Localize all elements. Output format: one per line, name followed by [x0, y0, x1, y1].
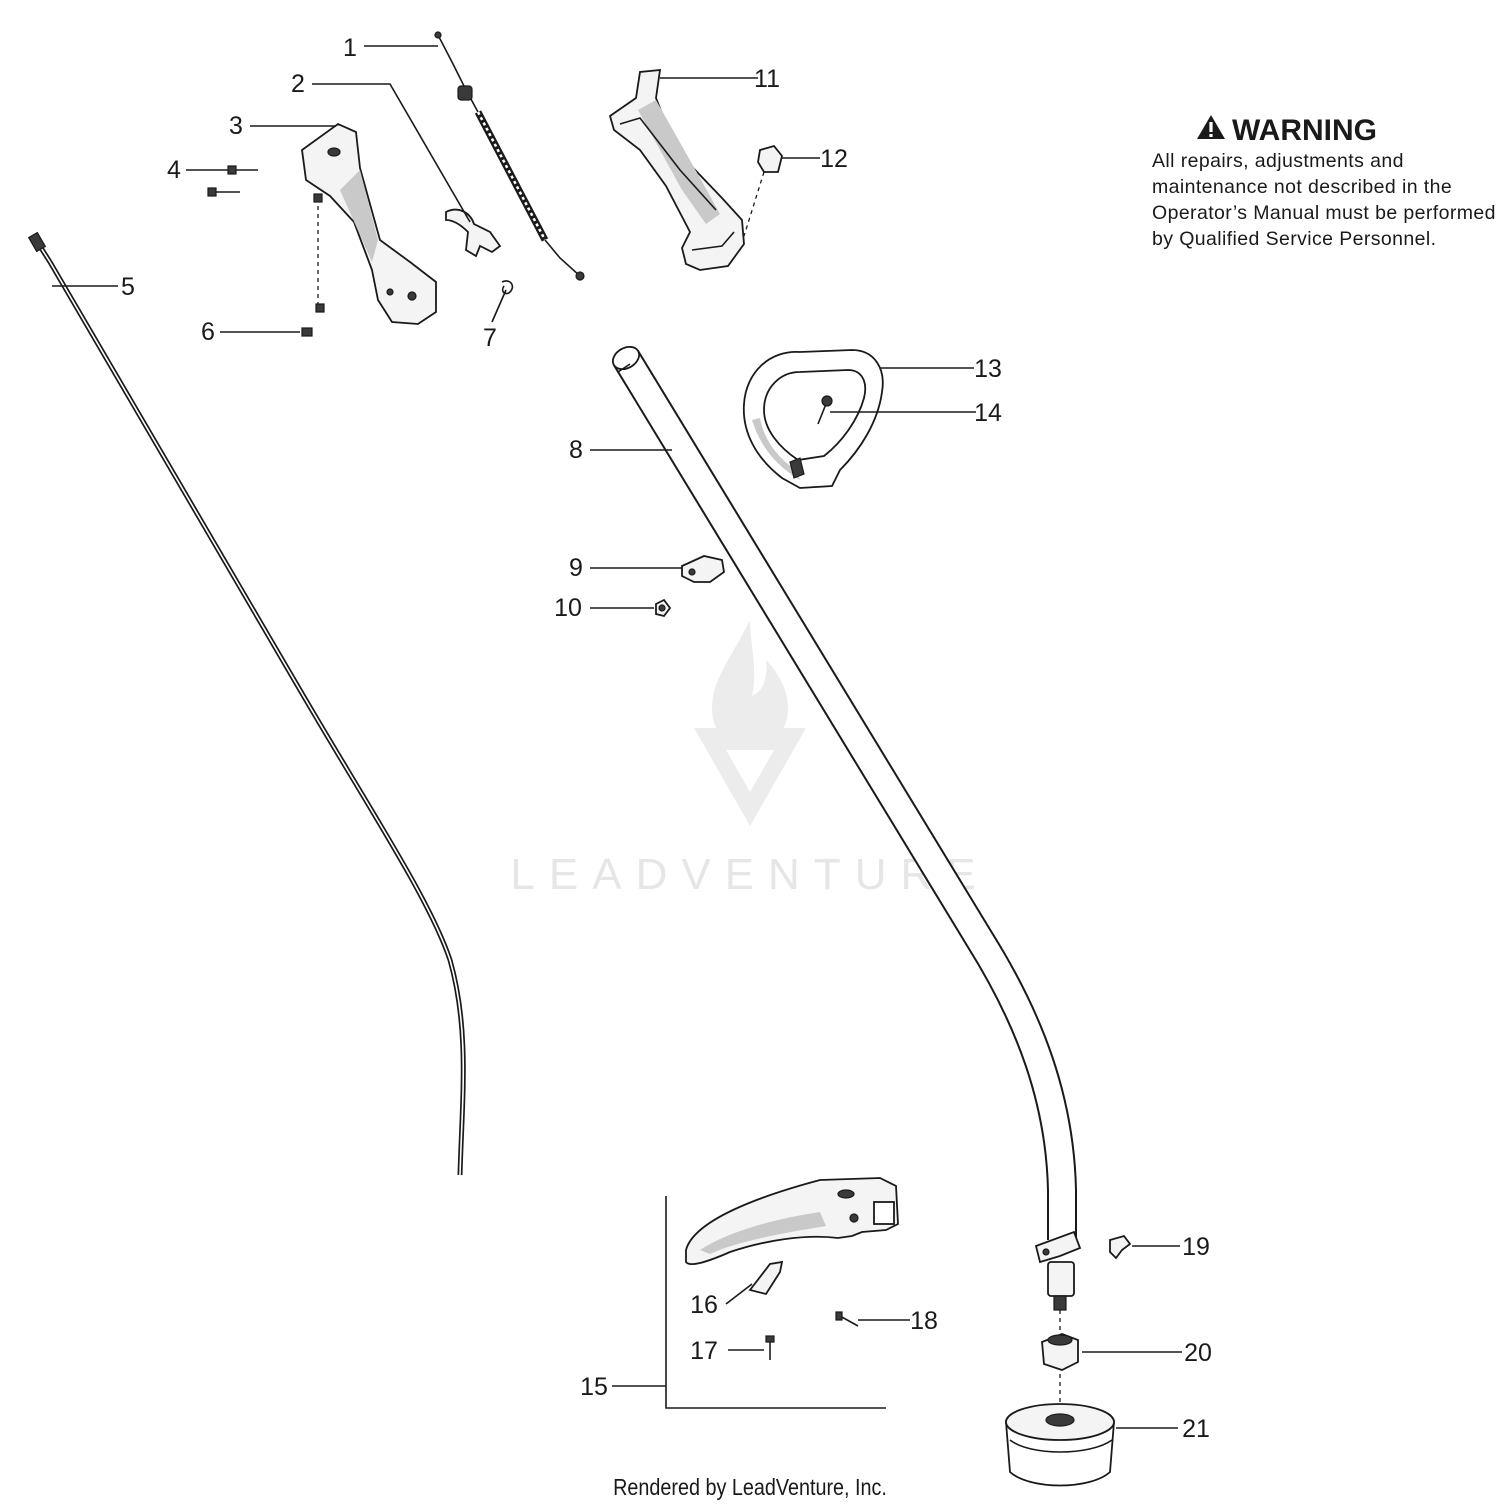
callout-13: 13 — [974, 355, 1002, 383]
callout-7: 7 — [483, 324, 497, 352]
callout-12: 12 — [820, 145, 848, 173]
drive-shaft[interactable] — [27, 231, 466, 1176]
callout-10: 10 — [554, 594, 582, 622]
trimmer-head-21[interactable] — [1005, 1403, 1115, 1487]
shaft-tube[interactable] — [609, 342, 1077, 1240]
upper-housing[interactable] — [608, 68, 745, 271]
handle-housing[interactable] — [301, 122, 437, 325]
wing-nut-19[interactable] — [1109, 1234, 1132, 1260]
callout-18: 18 — [910, 1307, 938, 1335]
screw-6[interactable] — [301, 193, 325, 337]
callout-9: 9 — [569, 554, 583, 582]
screw-4[interactable] — [207, 165, 258, 197]
screw-17[interactable] — [765, 1335, 775, 1360]
callout-15: 15 — [580, 1373, 608, 1401]
shaft-clamp[interactable] — [1034, 1230, 1082, 1424]
callout-14: 14 — [974, 399, 1002, 427]
line-cutter-16[interactable] — [748, 1260, 784, 1296]
callout-20: 20 — [1184, 1339, 1212, 1367]
throttle-trigger[interactable] — [445, 208, 502, 258]
callout-11: 11 — [754, 65, 780, 93]
callout-4: 4 — [167, 156, 181, 184]
clip-7[interactable] — [501, 280, 514, 295]
callout-17: 17 — [690, 1337, 718, 1365]
callout-19: 19 — [1182, 1233, 1210, 1261]
screw-14[interactable] — [817, 395, 833, 425]
throttle-cable[interactable] — [434, 31, 585, 281]
callout-8: 8 — [569, 436, 583, 464]
callout-16: 16 — [690, 1291, 718, 1319]
switch-knob-12[interactable] — [743, 144, 783, 237]
warning-box: WARNING All repairs, adjustments and mai… — [1152, 114, 1497, 252]
callout-2: 2 — [291, 70, 305, 98]
clamp-9[interactable] — [681, 555, 725, 583]
footer-credit: Rendered by LeadVenture, Inc. — [613, 1474, 887, 1500]
callout-5: 5 — [121, 273, 135, 301]
callout-numbers: 1 2 3 4 5 6 7 8 9 10 11 12 13 14 15 16 1… — [121, 34, 1212, 1443]
callout-6: 6 — [201, 318, 215, 346]
warning-title: WARNING — [1232, 114, 1377, 147]
nut-20[interactable] — [1041, 1333, 1079, 1371]
leader-lines — [52, 45, 1182, 1429]
callout-21: 21 — [1182, 1415, 1210, 1443]
line-guard[interactable] — [685, 1177, 899, 1265]
callout-1: 1 — [343, 34, 357, 62]
guard-assembly-bracket — [665, 1196, 886, 1409]
callout-3: 3 — [229, 112, 243, 140]
assist-handle[interactable] — [742, 349, 884, 489]
warning-text: All repairs, adjustments and maintenance… — [1152, 150, 1496, 250]
warning-triangle-icon — [1196, 114, 1226, 148]
screw-18[interactable] — [835, 1311, 859, 1327]
knob-screw-10[interactable] — [655, 598, 672, 618]
